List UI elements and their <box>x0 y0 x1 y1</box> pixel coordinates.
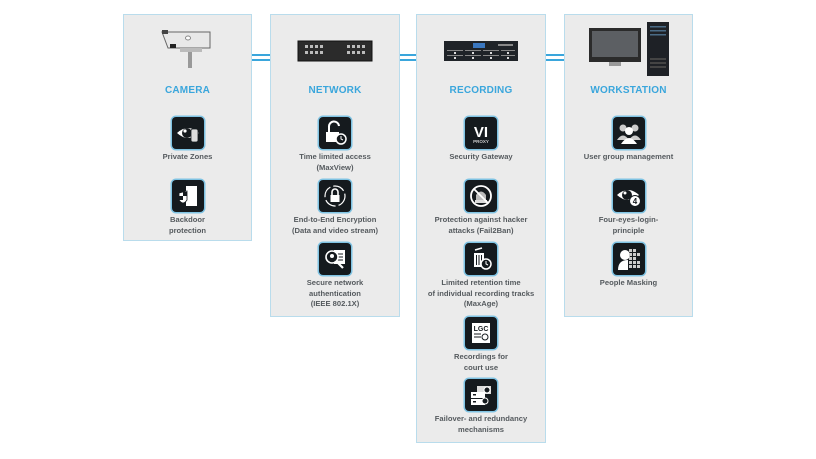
user-group-icon <box>612 117 645 149</box>
camera-icon <box>124 23 251 79</box>
feature-label: Limited retention time of individual rec… <box>427 278 535 308</box>
feature-limited-retention-time: Limited retention time of individual rec… <box>417 243 545 310</box>
feature-label: Failover- and redundancy mechanisms <box>434 414 528 434</box>
feature-end-to-end-encryption: End-to-End Encryption (Data and video st… <box>271 180 399 236</box>
feature-time-limited-access: Time limited access (MaxView) <box>271 117 399 173</box>
feature-four-eyes-login-principle: 4 Four-eyes-login- principle <box>565 180 692 236</box>
svg-text:VI: VI <box>474 124 488 141</box>
eye-hand-icon <box>171 117 204 149</box>
trash-clock-icon <box>465 243 497 275</box>
feature-label: People Masking <box>599 278 658 287</box>
feature-label: User group management <box>583 152 674 161</box>
people-masking-icon <box>612 243 645 275</box>
connector <box>546 54 564 61</box>
certificate-icon: LGC <box>465 317 497 349</box>
no-hacker-icon <box>465 180 497 212</box>
feature-backdoor-protection: Backdoor protection <box>124 180 251 236</box>
workstation-icon <box>565 21 692 77</box>
feature-secure-network-authentication: Secure network authentication (IEEE 802.… <box>271 243 399 310</box>
feature-label: Backdoor protection <box>168 215 207 235</box>
column-title: CAMERA <box>164 85 211 96</box>
svg-text:4: 4 <box>632 197 637 206</box>
feature-label: Secure network authentication (IEEE 802.… <box>306 278 364 308</box>
feature-label: Recordings for court use <box>453 352 508 372</box>
feature-user-group-management: User group management <box>565 117 692 163</box>
failover-servers-icon <box>465 379 497 411</box>
feature-recordings-for-court-use: LGC Recordings for court use <box>417 317 545 373</box>
feature-label: Protection against hacker attacks (Fail2… <box>434 215 528 235</box>
door-shield-icon <box>171 180 204 212</box>
feature-label: Security Gateway <box>449 152 513 161</box>
feature-label: Four-eyes-login- principle <box>598 215 659 235</box>
feature-private-zones: Private Zones <box>124 117 251 163</box>
network-column: NETWORK Time limited access (MaxView) En… <box>270 14 400 317</box>
feature-protection-against-hacker-attacks: Protection against hacker attacks (Fail2… <box>417 180 545 236</box>
feature-label: Private Zones <box>162 152 213 161</box>
lock-cycle-icon <box>319 180 351 212</box>
connector <box>252 54 270 61</box>
feature-label: Time limited access (MaxView) <box>299 152 371 172</box>
column-title: RECORDING <box>449 85 513 96</box>
eye-four-icon: 4 <box>612 180 645 212</box>
connector <box>400 54 418 61</box>
magnifier-id-card-icon <box>319 243 351 275</box>
svg-text:LGC: LGC <box>474 326 489 333</box>
column-title: NETWORK <box>308 85 362 96</box>
column-title: WORKSTATION <box>590 85 667 96</box>
recorder-icon <box>417 23 545 79</box>
open-lock-clock-icon <box>319 117 351 149</box>
network-switch-icon <box>271 23 399 79</box>
feature-failover-redundancy: Failover- and redundancy mechanisms <box>417 379 545 435</box>
svg-text:PROXY: PROXY <box>473 139 489 144</box>
camera-column: CAMERA Private Zones Backdoor protection <box>123 14 252 241</box>
workstation-column: WORKSTATION User group management 4 Four… <box>564 14 693 317</box>
feature-people-masking: People Masking <box>565 243 692 289</box>
feature-label: End-to-End Encryption (Data and video st… <box>291 215 379 235</box>
